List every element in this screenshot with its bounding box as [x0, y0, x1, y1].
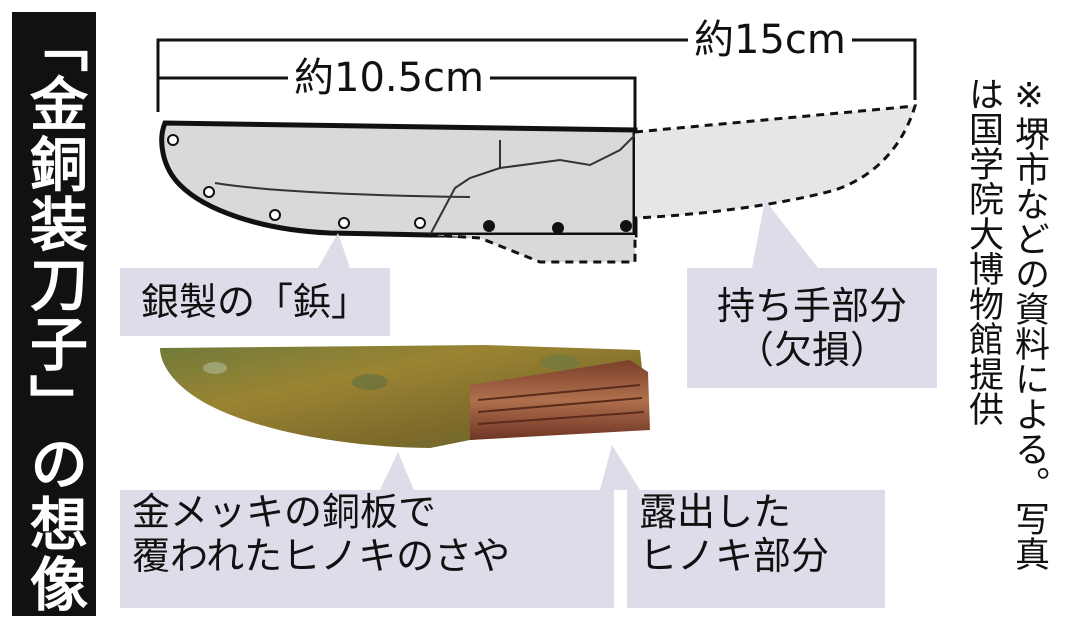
artifact-wood-grain	[477, 384, 645, 425]
rivet	[338, 217, 350, 229]
rivet	[269, 209, 281, 221]
rivet-filled	[620, 220, 632, 232]
sheath-inner-line	[214, 182, 471, 198]
artifact-patina-spot	[540, 354, 580, 370]
rivet	[414, 217, 426, 229]
label-handle: 持ち手部分 （欠損）	[687, 268, 937, 388]
dimension-line-total	[156, 38, 917, 112]
pointer-sheath	[380, 452, 414, 490]
pointer-handle	[752, 200, 818, 268]
label-rivets: 銀製の「鋲」	[120, 268, 390, 336]
handle-outline	[634, 104, 918, 220]
artifact-patina-spot	[203, 362, 227, 374]
artifact-patina-spot	[352, 374, 388, 390]
label-exposed-line2: ヒノキ部分	[639, 534, 830, 578]
artifact-exposed-wood	[470, 360, 650, 440]
source-note: ※堺市などの資料による。写真は国学院大博物館提供	[963, 76, 1049, 571]
rivet-filled	[483, 220, 495, 232]
label-rivets-text: 銀製の「鋲」	[140, 280, 369, 324]
label-exposed-line1: 露出した	[639, 490, 792, 534]
crack-line-2	[499, 134, 636, 169]
pointer-exposed	[600, 445, 640, 490]
label-handle-line1: 持ち手部分	[716, 284, 907, 328]
pointer-rivets	[318, 233, 350, 268]
crack-line	[429, 140, 501, 236]
label-sheath-line2: 覆われたヒノキのさや	[132, 534, 511, 578]
dimension-blade-label: 約10.5cm	[288, 56, 491, 100]
label-sheath-line1: 金メッキの銅板で	[132, 490, 437, 534]
page-title: 「金銅装刀子」の想像図	[0, 14, 88, 614]
label-exposed: 露出した ヒノキ部分	[627, 490, 885, 608]
dimension-total-label: 約15cm	[688, 18, 852, 62]
label-sheath: 金メッキの銅板で 覆われたヒノキのさや	[120, 490, 614, 608]
title-box: 「金銅装刀子」の想像図	[0, 12, 96, 616]
sheath-outline	[159, 120, 638, 238]
label-handle-line2: （欠損）	[735, 328, 888, 372]
rivet	[203, 186, 215, 198]
missing-sheath-area	[429, 233, 637, 264]
rivet-filled	[552, 222, 564, 234]
rivet	[167, 134, 179, 146]
